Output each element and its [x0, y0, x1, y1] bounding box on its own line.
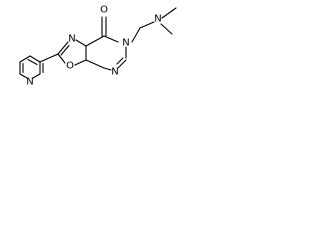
bond — [57, 41, 69, 55]
dimethylaminoethyl-chain — [131, 7, 177, 43]
pyrimidinone-ring — [85, 35, 127, 71]
oxazole-nitrogen-label: N — [68, 34, 75, 45]
molecular-structure-diagram: O N N N O N N — [19, 5, 177, 88]
bond — [85, 59, 105, 69]
bond — [74, 59, 87, 66]
bond — [32, 73, 41, 79]
bond — [29, 55, 41, 63]
bond — [103, 67, 112, 71]
bond — [160, 23, 173, 35]
pyridine-nitrogen-label: N — [26, 77, 33, 88]
bond — [116, 57, 124, 65]
bond — [75, 39, 87, 47]
bond — [103, 35, 119, 43]
pyridine-ring — [19, 55, 44, 79]
bond — [85, 35, 105, 47]
bond — [57, 53, 66, 64]
oxazole-oxygen-label: O — [66, 61, 74, 72]
bond — [27, 58, 38, 66]
bond — [139, 21, 155, 29]
pyrimidine-nitrogen-label: N — [111, 67, 118, 78]
bond — [117, 59, 127, 69]
oxazole-ring — [57, 39, 87, 66]
carbonyl-oxygen-label: O — [100, 5, 108, 16]
bond — [19, 55, 31, 63]
bond — [131, 27, 141, 43]
bond — [161, 7, 177, 19]
biaryl-bond — [39, 53, 59, 63]
bond — [60, 44, 70, 56]
lactam-nitrogen-label: N — [122, 38, 129, 49]
amine-nitrogen-label: N — [154, 14, 161, 25]
bond — [19, 73, 28, 79]
